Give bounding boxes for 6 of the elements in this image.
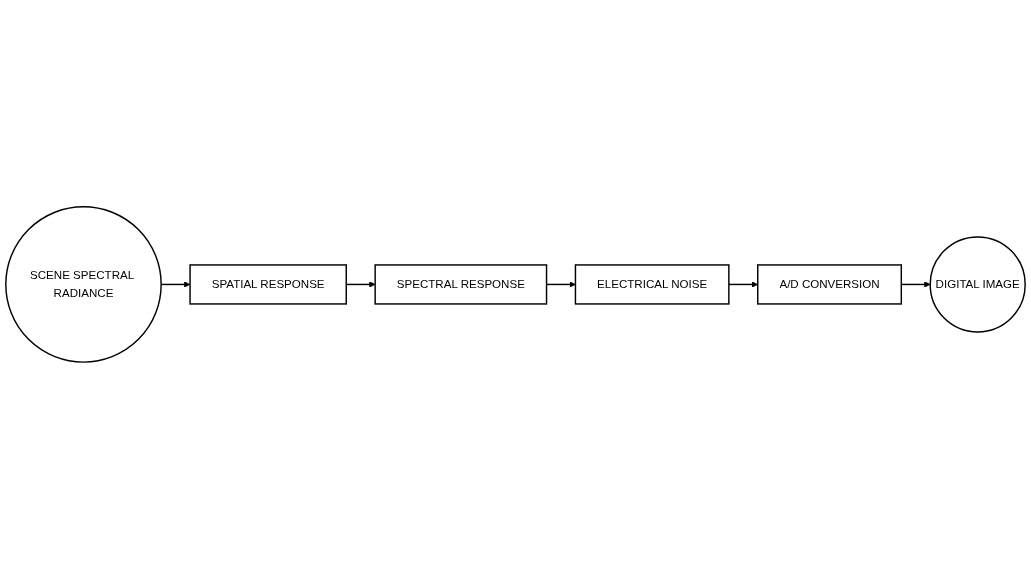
node-box: ELECTRICAL NOISE	[574, 264, 730, 305]
node-box: SPATIAL RESPONSE	[189, 264, 347, 305]
node-box: A/D CONVERSION	[757, 264, 902, 305]
node-circle: DIGITAL IMAGE	[929, 236, 1026, 333]
node-box: SPECTRAL RESPONSE	[374, 264, 548, 305]
node-circle: SCENE SPECTRAL RADIANCE	[5, 206, 162, 363]
